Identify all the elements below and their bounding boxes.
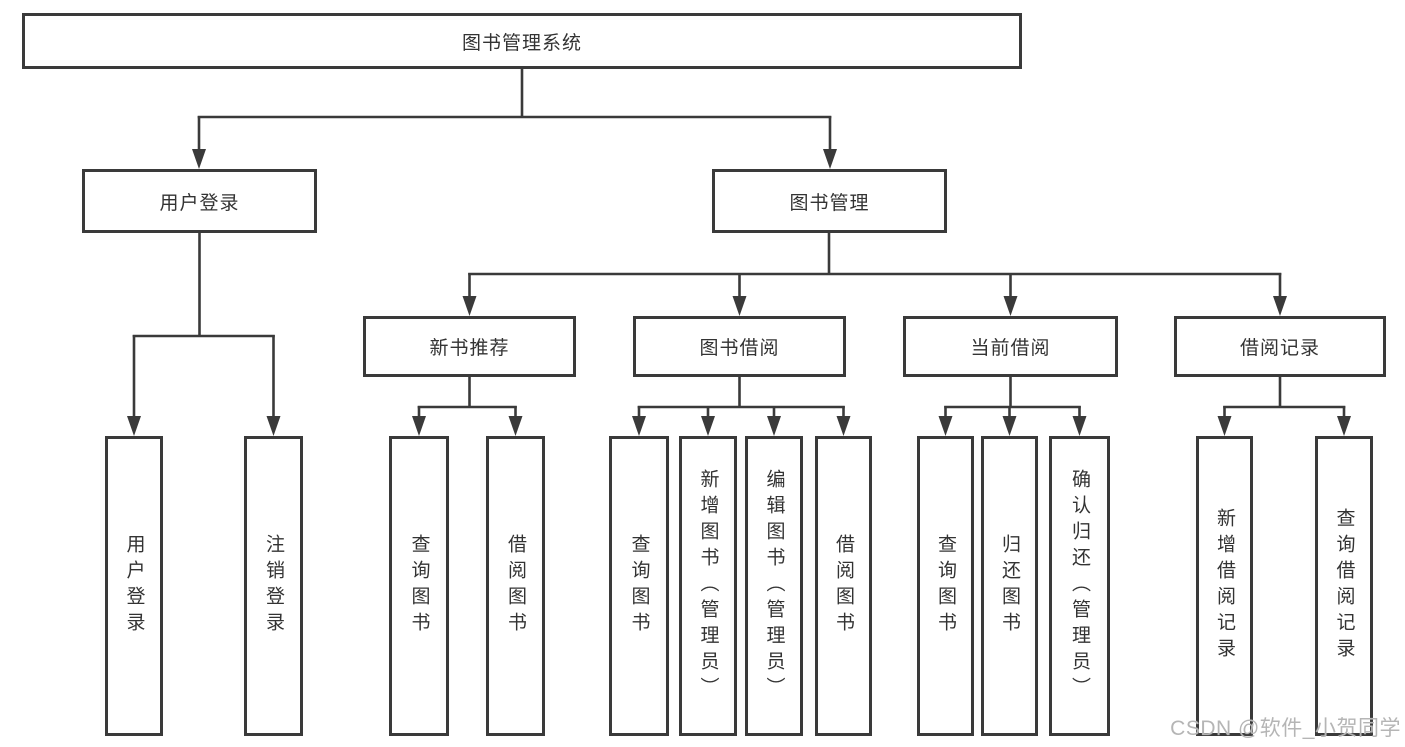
leaf-logout: 注销登录 [244,436,303,736]
node-book-management-label: 图书管理 [789,192,870,214]
edge-record-to-children [1217,377,1351,436]
leaf-logout-label: 注销登录 [263,534,284,638]
node-borrow-record-label: 借阅记录 [1239,338,1320,359]
leaf-current-query-book-label: 查询图书 [935,534,956,638]
leaf-user-login-label: 用户登录 [123,534,145,638]
leaf-current-query-book: 查询图书 [917,436,974,736]
leaf-return-book-label: 归还图书 [999,534,1020,638]
leaf-borrow-book: 借阅图书 [815,436,872,736]
node-borrow-record: 借阅记录 [1174,316,1386,377]
node-current-borrow: 当前借阅 [903,316,1118,377]
csdn-watermark: CSDN @软件_小贺同学 [1170,717,1401,740]
leaf-add-borrow-record-label: 新增借阅记录 [1214,508,1235,664]
edge-management-to-level3 [462,233,1287,316]
node-root-system: 图书管理系统 [22,13,1022,69]
node-book-management: 图书管理 [712,169,947,233]
leaf-query-borrow-record-label: 查询借阅记录 [1333,508,1355,664]
node-current-borrow-label: 当前借阅 [970,338,1051,359]
leaf-add-book-admin-label: 新增图书（管理员） [697,469,719,703]
edge-recommend-to-children [412,377,523,436]
leaf-confirm-return-admin-label: 确认归还（管理员） [1069,469,1090,703]
node-user-login: 用户登录 [82,169,317,233]
leaf-confirm-return-admin: 确认归还（管理员） [1049,436,1110,736]
node-book-borrow: 图书借阅 [633,316,846,377]
leaf-edit-book-admin: 编辑图书（管理员） [745,436,803,736]
node-new-book-recommend-label: 新书推荐 [429,338,510,359]
leaf-borrow-query-book-label: 查询图书 [628,534,650,638]
leaf-recommend-query-book-label: 查询图书 [408,534,430,638]
leaf-recommend-query-book: 查询图书 [389,436,449,736]
leaf-borrow-query-book: 查询图书 [609,436,669,736]
leaf-return-book: 归还图书 [981,436,1038,736]
leaf-recommend-borrow-book-label: 借阅图书 [505,534,526,638]
node-root-label: 图书管理系统 [461,32,582,54]
leaf-add-borrow-record: 新增借阅记录 [1196,436,1253,736]
leaf-edit-book-admin-label: 编辑图书（管理员） [763,469,785,703]
node-new-book-recommend: 新书推荐 [363,316,576,377]
leaf-query-borrow-record: 查询借阅记录 [1315,436,1373,736]
node-user-login-label: 用户登录 [159,192,240,214]
leaf-borrow-book-label: 借阅图书 [833,534,854,638]
edge-borrow-to-children [632,377,851,436]
edge-root-to-level2 [192,69,837,169]
leaf-recommend-borrow-book: 借阅图书 [486,436,545,736]
leaf-user-login: 用户登录 [105,436,163,736]
leaf-add-book-admin: 新增图书（管理员） [679,436,737,736]
edge-current-to-children [938,377,1087,436]
node-book-borrow-label: 图书借阅 [699,338,780,359]
edge-login-to-children [127,233,281,436]
